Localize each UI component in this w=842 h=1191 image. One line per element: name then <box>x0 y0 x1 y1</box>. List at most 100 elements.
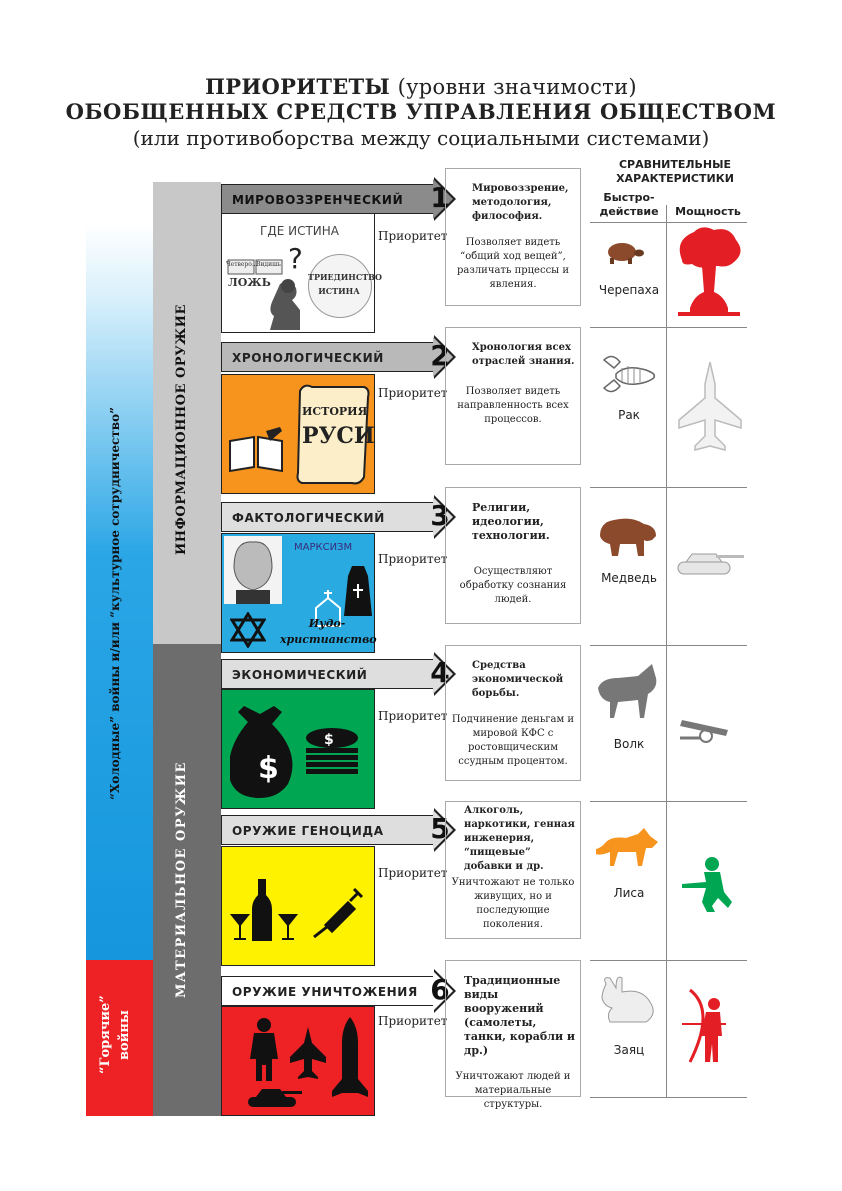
turtle-icon <box>608 243 644 264</box>
level-2-bold-text: Хронология всех отраслей знания. <box>472 342 575 367</box>
level-4-bold-text: Средства экономической борьбы. <box>472 660 564 699</box>
fighter-jet-icon <box>290 1027 326 1079</box>
syringe-icon <box>313 887 364 939</box>
level-6-banner: ОРУЖИЕ УНИЧТОЖЕНИЯ <box>221 976 435 1006</box>
level-1-description: Мировоззрение, методология, философия. П… <box>445 168 581 306</box>
question-mark-icon: ? <box>288 242 303 275</box>
level-1-image: ГДЕ ИСТИНА ? Четверо... Видишь ЛОЖЬ ТРИЕ… <box>221 213 382 333</box>
trinity-line-1: ТРИЕДИНСТВО <box>308 272 382 282</box>
archer-icon <box>682 988 726 1063</box>
trinity-line-2: ИСТИНА <box>318 286 360 296</box>
priest-icon <box>344 566 372 616</box>
level-4-number: 4 <box>430 656 450 689</box>
power-column-header: Мощность <box>675 205 741 218</box>
level-5-regular-text: Уничтожают не только живущих, но и после… <box>451 877 575 930</box>
level-3-priority: Приоритет <box>378 552 448 566</box>
scroll-icon <box>296 384 370 485</box>
material-weapon-bar <box>153 644 221 1116</box>
wolf-icon <box>598 664 657 718</box>
title-line-2: ОБОБЩЕННЫХ СРЕДСТВ УПРАВЛЕНИЯ ОБЩЕСТВОМ <box>65 99 777 124</box>
truth-lie: ЛОЖЬ <box>228 276 271 289</box>
history-title-2: РУСИ <box>302 423 375 449</box>
title-bold: ПРИОРИТЕТЫ <box>205 74 391 99</box>
trinity-text: ТРИЕДИНСТВО ИСТИНА <box>308 270 382 298</box>
grid-line <box>590 645 747 646</box>
level-1-number: 1 <box>430 181 450 214</box>
star-of-david-icon <box>230 612 266 648</box>
hot-wars-bar <box>86 960 154 1116</box>
marxism-label: МАРКСИЗМ <box>294 542 353 553</box>
comparison-title-line-2: ХАРАКТЕРИСТИКИ <box>616 172 734 185</box>
comparison-title: СРАВНИТЕЛЬНЫЕ ХАРАКТЕРИСТИКИ <box>600 158 750 186</box>
hot-wars-line-2: войны <box>117 1010 132 1060</box>
grid-line <box>590 960 747 961</box>
level-4-description: Средства экономической борьбы. Подчинени… <box>445 645 581 781</box>
title-normal: (уровни значимости) <box>397 75 637 99</box>
level-6-priority: Приоритет <box>378 1014 448 1028</box>
judeo-line-2: христианство <box>280 633 377 646</box>
level-5-priority: Приоритет <box>378 866 448 880</box>
bear-icon <box>600 518 656 556</box>
level-5-bold-text: Алкоголь, наркотики, генная инженерия, “… <box>464 805 575 872</box>
title-line-3: (или противоборства между социальными си… <box>132 126 710 150</box>
truth-question: ГДЕ ИСТИНА <box>260 224 339 238</box>
speed-header-line-1: Быстро- <box>603 191 655 204</box>
material-weapon-label: МАТЕРИАЛЬНОЕ ОРУЖИЕ <box>174 761 189 999</box>
level-2-regular-text: Позволяет видеть направленность всех про… <box>457 386 569 425</box>
money-bag-icon: $ <box>230 706 293 798</box>
church-icon <box>315 590 341 627</box>
tank-silhouette-icon <box>248 1089 302 1107</box>
level-1-priority: Приоритет <box>378 229 448 243</box>
info-weapon-bar <box>153 182 221 644</box>
level-3-number: 3 <box>430 499 450 532</box>
soldier-icon <box>682 857 732 912</box>
hot-wars-line-1: “Горячие” <box>98 995 113 1075</box>
comparison-title-line-1: СРАВНИТЕЛЬНЫЕ <box>618 158 732 171</box>
level-4-regular-text: Подчинение деньгам и мировой КФС с росто… <box>451 714 575 767</box>
cannon-icon <box>680 720 728 743</box>
level-1-bold-text: Мировоззрение, методология, философия. <box>472 183 569 222</box>
level-3-animal: Медведь <box>601 571 657 585</box>
level-5-banner: ОРУЖИЕ ГЕНОЦИДА <box>221 815 435 845</box>
level-3-description: Религии, идеологии, технологии. Осуществ… <box>445 487 581 624</box>
grid-line <box>590 801 747 802</box>
rabbit-icon <box>601 976 654 1023</box>
level-3-image: МАРКСИЗМ Иудо- христианство <box>221 533 377 653</box>
rocket-icon <box>332 1017 368 1097</box>
level-1-banner: МИРОВОЗЗРЕНЧЕСКИЙ <box>221 184 435 214</box>
svg-text:$: $ <box>258 751 279 786</box>
trinity-circle <box>308 254 372 318</box>
speed-header-line-2: действие <box>599 205 659 218</box>
crayfish-icon <box>602 355 656 393</box>
level-5-animal: Лиса <box>613 886 645 900</box>
cold-wars-bar <box>86 224 154 960</box>
fox-icon <box>596 828 658 866</box>
info-weapon-label: ИНФОРМАЦИОННОЕ ОРУЖИЕ <box>174 304 189 556</box>
book-icon <box>229 427 283 473</box>
speed-column-header: Быстро- действие <box>594 191 664 219</box>
level-6-regular-text: Уничтожают людей и материальные структур… <box>455 1071 571 1110</box>
level-6-description: Традиционные виды вооружений (самолеты, … <box>445 960 581 1110</box>
level-3-bold-text: Религии, идеологии, технологии. <box>472 501 550 542</box>
history-title-1: ИСТОРИЯ <box>302 405 368 418</box>
level-1-regular-text: Позволяет видеть “общий ход вещей”, разл… <box>457 237 569 290</box>
hot-wars-label: “Горячие” войны <box>96 975 144 1095</box>
level-2-animal: Рак <box>618 408 640 422</box>
truth-sign-1: Четверо... <box>226 261 258 268</box>
grid-line <box>590 487 747 488</box>
level-5-image <box>221 846 375 966</box>
signs-icon <box>227 259 283 275</box>
tank-icon <box>677 553 744 575</box>
coin-stack-icon: $ <box>306 728 358 774</box>
level-1-animal: Черепаха <box>598 283 660 297</box>
level-3-banner: ФАКТОЛОГИЧЕСКИЙ <box>221 502 435 532</box>
level-6-bold-text: Традиционные виды вооружений (самолеты, … <box>464 974 576 1057</box>
jet-icon <box>678 361 742 451</box>
level-5-number: 5 <box>430 812 450 845</box>
grid-line <box>590 222 747 223</box>
grid-divider <box>666 205 667 1097</box>
judeo-christian-label: Иудо- христианство <box>280 616 377 648</box>
title-line-1: ПРИОРИТЕТЫ (уровни значимости) <box>0 74 842 99</box>
level-2-priority: Приоритет <box>378 386 448 400</box>
svg-text:$: $ <box>324 732 334 748</box>
